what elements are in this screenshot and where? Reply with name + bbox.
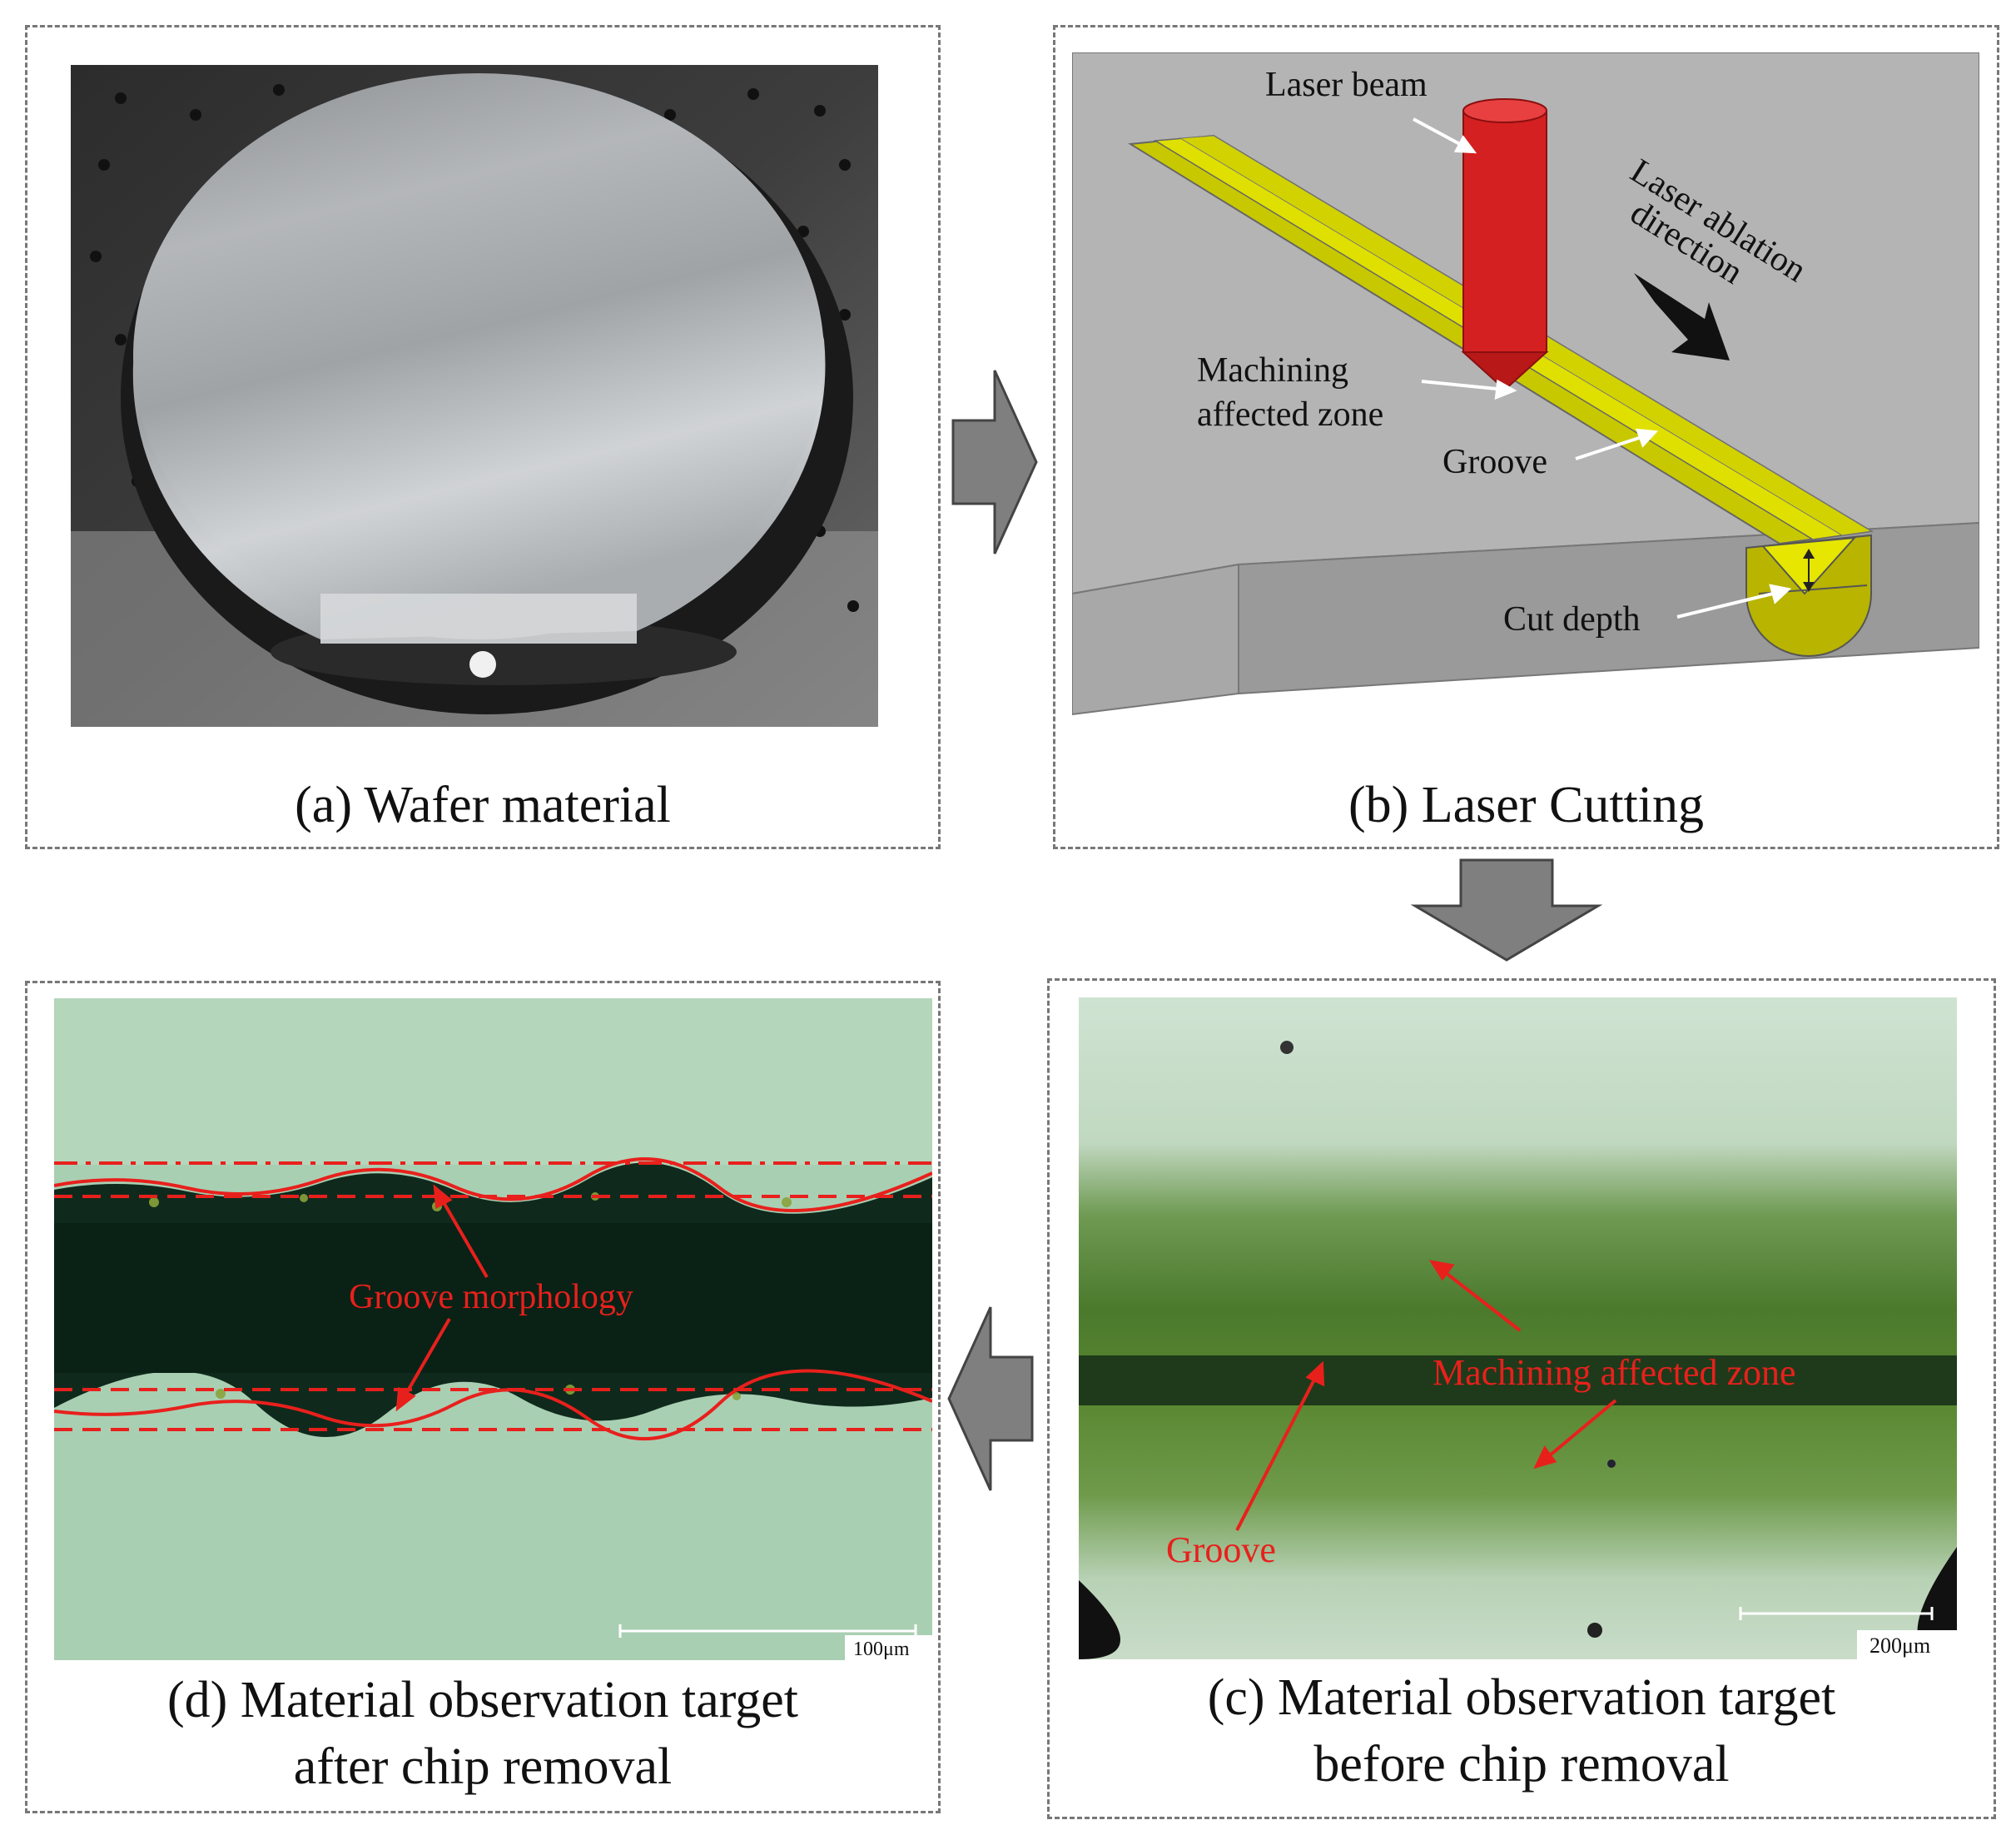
panel-d-caption-line2: after chip removal bbox=[293, 1738, 673, 1795]
micrograph-after-removal: Groove morphology 100μm bbox=[54, 998, 932, 1660]
groove-morphology-annotation: Groove morphology bbox=[349, 1278, 633, 1316]
cut-depth-label: Cut depth bbox=[1503, 600, 1641, 639]
machining-zone-label-line2: affected zone bbox=[1197, 395, 1383, 434]
arrow-right-icon bbox=[951, 370, 1038, 554]
micrograph-before-removal: Machining affected zone Groove 200μm bbox=[1079, 997, 1957, 1659]
panel-d: Groove morphology 100μm (d) Material obs… bbox=[25, 981, 941, 1813]
laser-beam-label: Laser beam bbox=[1265, 66, 1428, 104]
panel-b: Laser beam Laser ablation direction Mach… bbox=[1053, 25, 1999, 849]
machining-zone-label-line1: Machining bbox=[1197, 351, 1348, 390]
panel-a: (a) Wafer material bbox=[25, 25, 941, 849]
panel-a-caption: (a) Wafer material bbox=[295, 777, 671, 833]
panel-c: Machining affected zone Groove 200μm (c)… bbox=[1047, 978, 1996, 1819]
arrow-left-icon bbox=[947, 1306, 1034, 1491]
wafer-photo bbox=[71, 65, 878, 727]
machining-zone-annotation: Machining affected zone bbox=[1433, 1352, 1796, 1393]
laser-cutting-diagram: Laser beam Laser ablation direction Mach… bbox=[1072, 52, 1979, 716]
scale-bar-label: 100μm bbox=[853, 1639, 910, 1660]
arrow-down-icon bbox=[1411, 858, 1602, 962]
panel-c-caption-line1: (c) Material observation target bbox=[1207, 1669, 1836, 1726]
panel-c-caption-line2: before chip removal bbox=[1313, 1736, 1730, 1793]
groove-label: Groove bbox=[1442, 443, 1547, 481]
groove-annotation: Groove bbox=[1166, 1529, 1276, 1570]
panel-b-caption: (b) Laser Cutting bbox=[1348, 777, 1704, 833]
scale-bar-label: 200μm bbox=[1870, 1634, 1930, 1658]
panel-d-caption-line1: (d) Material observation target bbox=[166, 1672, 799, 1728]
